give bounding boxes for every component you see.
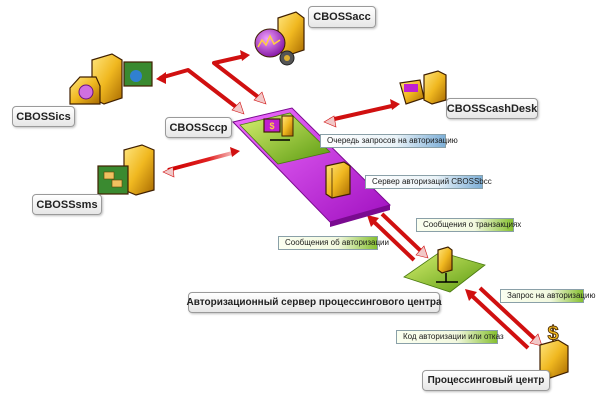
arrow-head (231, 101, 245, 115)
green-pad (239, 112, 331, 165)
callout-auth-msg: Сообщения об авторизации (278, 236, 389, 250)
arrow-head (415, 245, 429, 259)
arrow-head (253, 91, 267, 105)
monitor-icon (263, 118, 281, 133)
auth-server-icon (437, 246, 453, 274)
svg-text:$: $ (269, 121, 274, 131)
arrow-transactions (380, 212, 426, 256)
arrow-head (323, 115, 337, 128)
arrow-cashdesk-ccp (329, 103, 397, 122)
node-label-processing-center: Процессинговый центр (422, 370, 550, 391)
cashdesk-icon (399, 70, 447, 105)
ccp-platform: $ (232, 107, 391, 227)
arrow-head (529, 333, 543, 347)
node-label-ics: CBOSSics (12, 106, 75, 127)
svg-text:$: $ (547, 323, 558, 345)
acc-icon (254, 11, 305, 66)
arrow-head (230, 147, 240, 157)
arrow-head (390, 99, 400, 110)
purple-platform-edge (330, 205, 390, 227)
node-label-sms: CBOSSsms (32, 194, 102, 215)
arrow-head (156, 72, 166, 84)
node-label-acc: CBOSSacc (308, 6, 376, 28)
arrow-acc-ccp (212, 54, 264, 102)
arrow-head (367, 215, 379, 227)
callout-auth-code: Код авторизации или отказ (396, 330, 504, 344)
ics-icon (69, 53, 153, 105)
arrow-head (240, 50, 250, 61)
arrow-auth-msgs (370, 218, 416, 262)
arrow-head (465, 289, 477, 301)
arrow-sms-ccp (167, 150, 237, 172)
callout-bcc-server: Сервер авторизаций CBOSSbcc (365, 175, 492, 189)
arrows (156, 50, 543, 350)
sms-icon (97, 144, 155, 196)
callout-queue: Очередь запросов на авторизацию (320, 134, 458, 148)
bcc-server-icon (325, 161, 351, 199)
arrow-head (162, 166, 175, 178)
arrow-ics-ccp (159, 68, 242, 112)
arrow-auth-request (478, 286, 540, 344)
node-label-auth-server: Авторизационный сервер процессингового ц… (186, 292, 442, 313)
node-label-cashdesk: CBOSScashDesk (446, 98, 538, 119)
callout-auth-request: Запрос на авторизацию (500, 289, 595, 303)
callout-transactions-msg: Сообщения о транзакциях (416, 218, 521, 232)
auth-server-node (403, 246, 486, 293)
node-label-ccp: CBOSSccp (165, 117, 232, 138)
arrow-auth-code (468, 292, 530, 350)
